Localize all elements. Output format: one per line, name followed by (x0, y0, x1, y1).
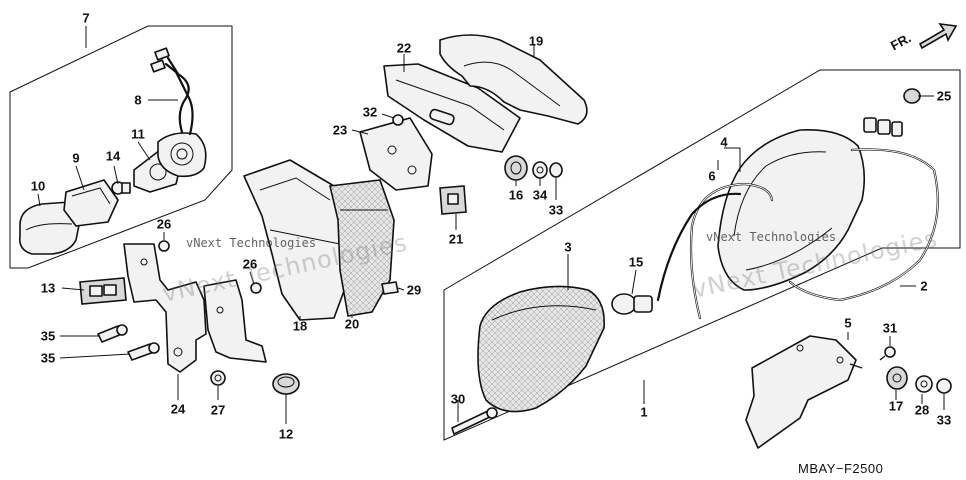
group-box-7 (9, 25, 233, 269)
callout-33-lower: 33 (936, 412, 952, 428)
collar-27 (210, 370, 226, 386)
grommet-17 (886, 366, 908, 390)
license-light-lens (18, 201, 82, 255)
callout-3: 3 (564, 239, 572, 255)
grommet-25 (903, 88, 921, 104)
callout-4: 4 (720, 134, 728, 150)
callout-20: 20 (344, 316, 360, 332)
callout-1: 1 (640, 404, 648, 420)
callout-10: 10 (30, 178, 46, 194)
license-light-harness (150, 47, 207, 178)
callout-8: 8 (134, 92, 142, 108)
clip-29 (381, 281, 399, 295)
callout-30: 30 (450, 391, 466, 407)
tail-lens-3 (477, 285, 605, 413)
plate-bracket (203, 279, 267, 363)
callout-27: 27 (210, 402, 226, 418)
front-direction-arrow (918, 22, 958, 50)
callout-21: 21 (448, 231, 464, 247)
license-light-case (63, 179, 119, 227)
callout-19: 19 (528, 33, 544, 49)
callout-15: 15 (628, 254, 644, 270)
callout-23-left: 26 (242, 256, 258, 272)
callout-35-upper: 35 (40, 328, 56, 344)
callout-7: 7 (82, 10, 90, 26)
callout-17: 17 (888, 398, 904, 414)
leader-lines (37, 26, 945, 424)
nut-32 (392, 114, 404, 126)
callout-33-upper: 33 (548, 202, 564, 218)
callout-35-lower: 35 (40, 350, 56, 366)
license-bulb (111, 181, 131, 195)
watermark-small-left: vNext Technologies (186, 236, 317, 250)
bracket-22 (383, 63, 521, 153)
nut-26-b (250, 282, 262, 294)
callout-26: 26 (156, 216, 172, 232)
tail-bracket-5 (745, 335, 863, 449)
grommet-12 (272, 373, 300, 395)
callout-6: 6 (708, 168, 716, 184)
tail-bulb-15 (611, 293, 653, 315)
callout-14: 14 (105, 148, 121, 164)
callout-9: 9 (72, 150, 80, 166)
grommet-16 (504, 155, 528, 181)
nut-26 (158, 240, 170, 252)
nut-33-upper (549, 162, 563, 178)
callout-31: 31 (882, 320, 898, 336)
license-bracket (123, 243, 207, 373)
rear-fender-18 (243, 159, 353, 321)
diagram-code: MBAY−F2500 (798, 461, 884, 476)
group-box-1 (443, 69, 961, 441)
side-reflector (79, 277, 127, 305)
callout-34: 34 (532, 187, 548, 203)
screw-30 (451, 407, 498, 435)
bolts-35 (97, 324, 160, 361)
callout-11: 11 (131, 126, 145, 142)
callout-5: 5 (844, 315, 852, 331)
callout-25: 25 (936, 88, 952, 104)
callout-32: 32 (362, 104, 378, 120)
screw-31 (879, 346, 896, 361)
callout-2: 2 (920, 278, 928, 294)
callout-28: 28 (914, 402, 930, 418)
collar-28 (915, 375, 933, 393)
bracket-23 (359, 117, 433, 191)
callout-18: 18 (292, 318, 308, 334)
tail-harness (656, 117, 939, 320)
callout-13: 13 (40, 280, 56, 296)
callout-29: 29 (406, 282, 422, 298)
callout-24: 24 (170, 401, 186, 417)
callout-16: 16 (508, 187, 524, 203)
seat-cowl-19 (439, 34, 588, 125)
watermark-small-right: vNext Technologies (706, 230, 837, 244)
callout-23: 23 (332, 122, 348, 138)
callout-12: 12 (278, 426, 294, 442)
connector-21 (439, 185, 467, 215)
fender-inner-20 (329, 179, 395, 317)
callout-22: 22 (396, 40, 412, 56)
nut-33-lower (936, 378, 952, 394)
collar-34 (532, 161, 548, 179)
